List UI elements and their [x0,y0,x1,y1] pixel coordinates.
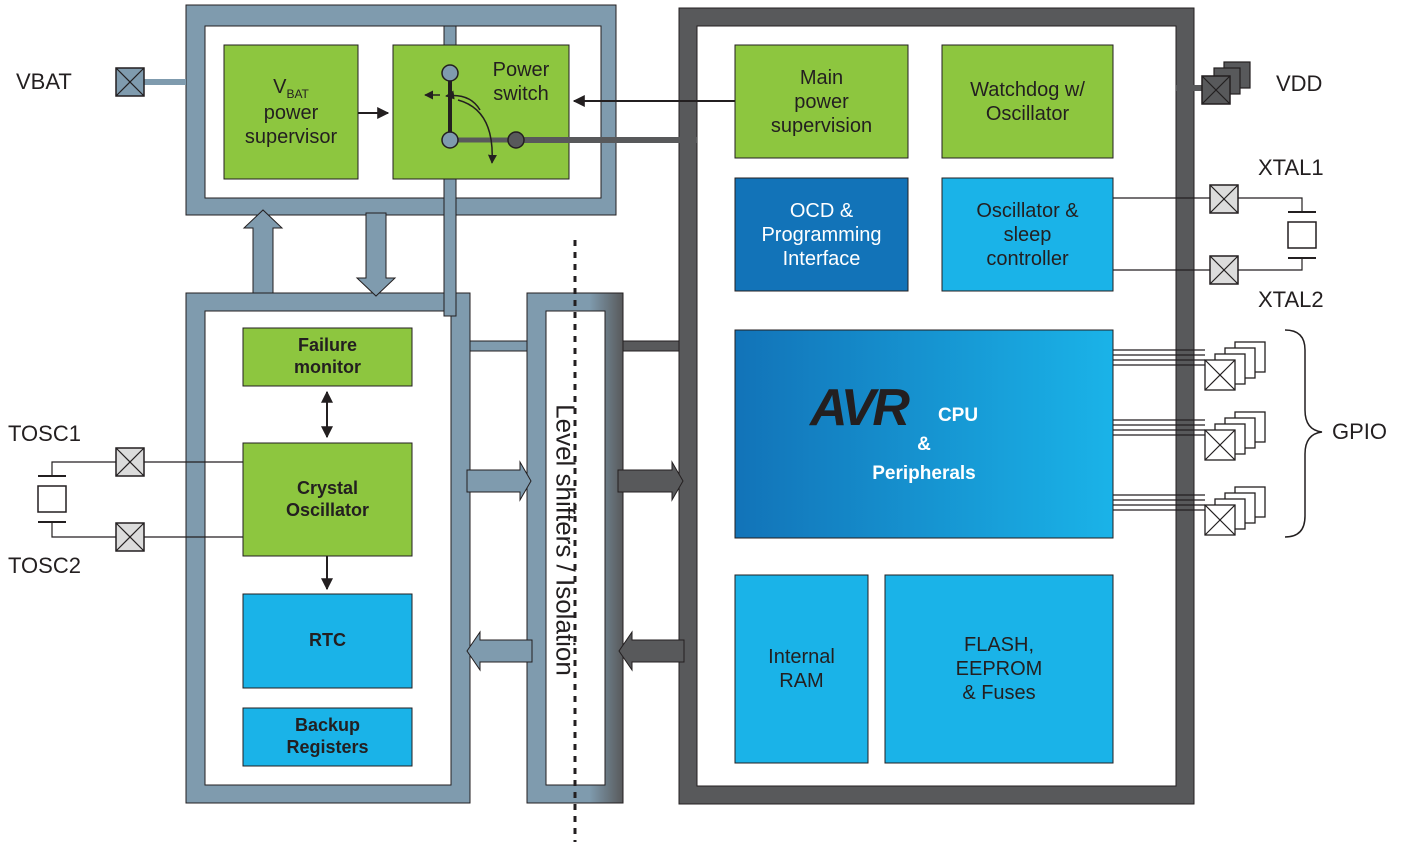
vbat-label: VBAT [16,68,72,94]
xtal2-pin [1209,255,1239,285]
ocd-block [734,177,909,292]
rtc-label: RTC [309,630,346,651]
vbat-supervisor-sub: BAT [286,86,309,101]
osc-sleep-label: Oscillator & sleep controller [976,199,1079,270]
failure-monitor-label: Failure monitor [294,335,361,377]
flash-label: FLASH, EEPROM & Fuses [955,634,1043,704]
backup-registers-label: Backup Registers [286,715,369,757]
cpu-block [734,329,1114,539]
ram-label: Internal RAM [768,646,835,692]
vdd-label: VDD [1276,70,1323,96]
cpu-line1: CPU [937,404,979,426]
vbat-supervisor-v: V [273,75,287,98]
gpio-port-group [1113,411,1266,461]
vbat-pin [115,67,145,97]
rtc-block [242,593,413,689]
gpio-port-group [1113,341,1266,391]
vbat-supervisor-block [223,44,359,180]
arrow-left-dark [618,630,685,672]
osc-sleep-block [941,177,1114,292]
avr-logo: AVR [808,379,910,437]
xtal-crystal [1238,197,1317,271]
main-power-supervision-label: Main power supervision [770,66,873,137]
ocd-label: OCD & Programming Interface [761,199,882,270]
crystal-osc-label: Crystal Oscillator [285,477,370,520]
cpu-line2: & [917,433,931,455]
tosc1-pin [115,447,145,477]
failure-monitor-block [242,327,413,387]
tosc2-label: TOSC2 [8,552,81,578]
gpio-brace [1284,329,1323,538]
vbat-supervisor-text: power supervisor [244,102,338,149]
watchdog-block [941,44,1114,159]
tosc-crystal [37,461,116,538]
gpio-port-group [1113,486,1266,536]
xtal1-pin [1209,184,1239,214]
flash-block [884,574,1114,764]
main-power-supervision-block [734,44,909,159]
vbat-supervisor-label: VBAT power supervisor [224,45,358,179]
vdd-pin [1201,61,1251,105]
crystal-osc-block [242,442,413,557]
gpio-label: GPIO [1332,418,1388,444]
up-arrow [242,209,284,294]
tosc2-pin [115,522,145,552]
ram-block [734,574,869,764]
xtal1-label: XTAL1 [1258,154,1324,180]
arrow-left-steel [466,630,533,672]
cpu-line3: Peripherals [872,462,976,484]
tosc1-label: TOSC1 [8,420,81,446]
gpio-ports [1113,341,1266,536]
xtal2-label: XTAL2 [1258,286,1324,312]
level-shifters-label: Level shifters / Isolation [550,404,581,676]
arrow-right-steel [466,460,532,502]
arrow-right-dark [617,460,684,502]
down-arrow [355,212,397,297]
backup-registers-block [242,707,413,767]
power-switch-label: Power switch [492,59,550,105]
watchdog-label: Watchdog w/ Oscillator [970,78,1085,125]
power-switch-block [392,44,570,180]
